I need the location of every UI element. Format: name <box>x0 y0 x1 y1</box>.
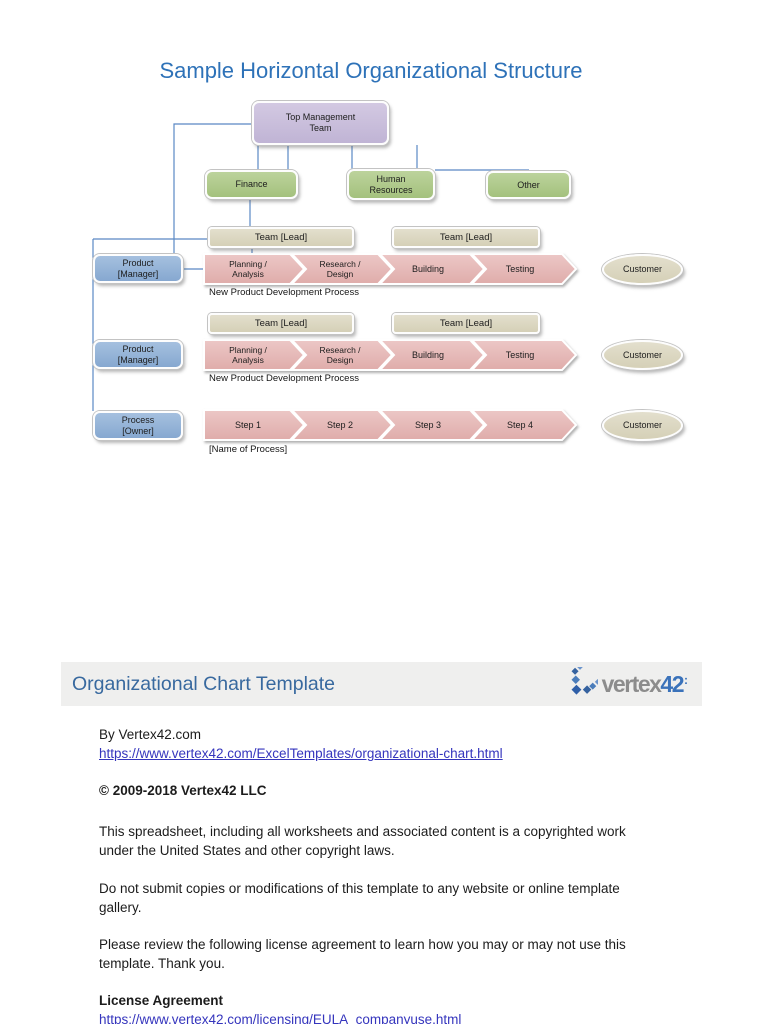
customer-label: Customer <box>622 349 662 360</box>
node-other: Other <box>486 171 571 199</box>
chevron-building-row1 <box>377 253 486 285</box>
logo-trademark-dots: : <box>684 673 688 687</box>
license-paragraph-1: This spreadsheet, including all workshee… <box>99 824 626 858</box>
sheet-header-bar: Organizational Chart Template vertex 42 … <box>61 662 702 706</box>
copyright-line: © 2009-2018 Vertex42 LLC <box>99 783 267 798</box>
team-lead-label: Team [Lead] <box>254 231 308 243</box>
chevron-planning-row1 <box>203 253 306 285</box>
process-arrows <box>203 253 578 441</box>
node-team-lead-2b: Team [Lead] <box>392 313 540 334</box>
license-agreement-heading: License Agreement <box>99 993 224 1008</box>
chevron-step4 <box>469 409 578 441</box>
node-product-manager-2: Product [Manager] <box>93 340 183 369</box>
product-manager-line2: [Manager] <box>117 268 159 279</box>
vertex42-logo: vertex 42 : <box>562 667 688 701</box>
node-team-lead-1a: Team [Lead] <box>208 227 354 248</box>
chevron-step1 <box>203 409 306 441</box>
node-customer-1: Customer <box>602 254 683 285</box>
caption-npd-process-1: New Product Development Process <box>209 287 359 298</box>
chevron-building-row2 <box>377 339 486 371</box>
org-chart: Top Management Team Finance Human Resour… <box>0 0 768 470</box>
product-manager-line1: Product <box>122 257 154 268</box>
logo-text-42: 42 <box>660 670 684 697</box>
team-lead-label: Team [Lead] <box>439 317 493 329</box>
chevron-testing-row2 <box>469 339 578 371</box>
node-team-lead-2a: Team [Lead] <box>208 313 354 334</box>
org-chart-graphics <box>92 123 578 441</box>
node-top-management-line2: Team <box>309 123 332 133</box>
process-owner-line1: Process <box>121 414 155 425</box>
node-finance: Finance <box>205 170 298 199</box>
caption-npd-process-2: New Product Development Process <box>209 373 359 384</box>
chevron-planning-row2 <box>203 339 306 371</box>
team-lead-label: Team [Lead] <box>254 317 308 329</box>
node-human-resources: Human Resources <box>347 169 435 200</box>
sheet-header-title: Organizational Chart Template <box>72 672 336 695</box>
node-product-manager-1: Product [Manager] <box>93 254 183 283</box>
connector-topmgmt-to-pm1 <box>173 123 252 254</box>
license-paragraph-2: Do not submit copies or modifications of… <box>99 881 620 915</box>
node-customer-3: Customer <box>602 410 683 441</box>
chevron-step3 <box>377 409 486 441</box>
node-finance-label: Finance <box>235 179 268 190</box>
node-hr-line2: Resources <box>369 184 413 195</box>
byline: By Vertex42.com <box>99 727 202 742</box>
customer-label: Customer <box>622 420 662 431</box>
node-hr-line1: Human <box>376 173 406 184</box>
node-other-label: Other <box>517 179 540 190</box>
page-title: Sample Horizontal Organizational Structu… <box>159 58 583 83</box>
chevron-research-row1 <box>289 253 394 285</box>
node-customer-2: Customer <box>602 340 683 370</box>
eula-url-link[interactable]: https://www.vertex42.com/licensing/EULA_… <box>99 1012 462 1024</box>
node-team-lead-1b: Team [Lead] <box>392 227 540 248</box>
license-paragraph-3: Please review the following license agre… <box>99 937 626 971</box>
node-process-owner: Process [Owner] <box>93 411 183 440</box>
chevron-testing-row1 <box>469 253 578 285</box>
product-manager-line2: [Manager] <box>117 354 159 365</box>
chevron-step2 <box>289 409 394 441</box>
template-url-link[interactable]: https://www.vertex42.com/ExcelTemplates/… <box>99 746 503 761</box>
product-manager-line1: Product <box>122 343 154 354</box>
logo-text-vertex: vertex <box>601 670 662 697</box>
team-lead-label: Team [Lead] <box>439 231 493 243</box>
customer-label: Customer <box>622 264 662 275</box>
chevron-research-row2 <box>289 339 394 371</box>
node-top-management: Top Management Team <box>252 101 389 145</box>
caption-name-of-process: [Name of Process] <box>209 444 288 455</box>
process-owner-line2: [Owner] <box>122 425 154 436</box>
vertex42-logo-icon <box>571 667 598 695</box>
node-top-management-line1: Top Management <box>285 112 356 123</box>
